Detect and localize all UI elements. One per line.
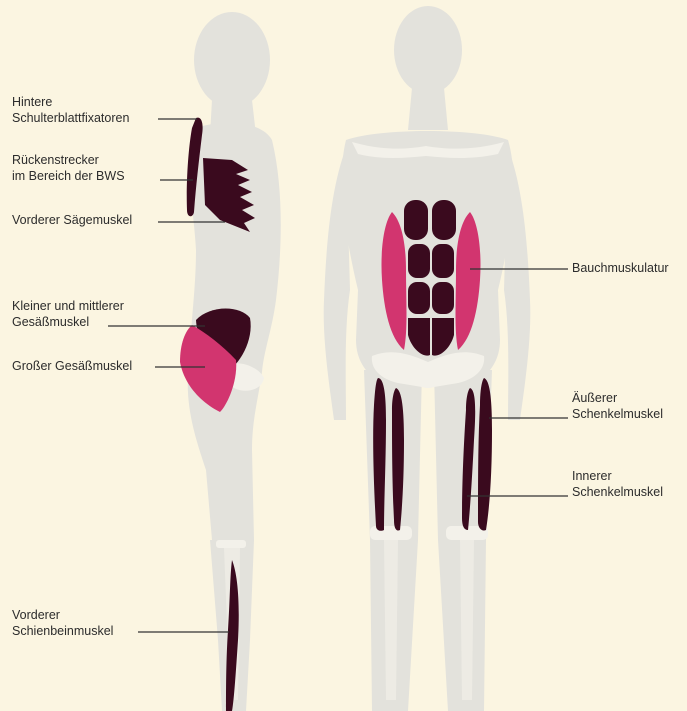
label-line: Innerer	[572, 468, 663, 484]
label-line: im Bereich der BWS	[12, 168, 125, 184]
label-vastus-medialis: Innerer Schenkelmuskel	[572, 468, 663, 500]
label-abdominals: Bauchmuskulatur	[572, 260, 669, 276]
label-line: Großer Gesäßmuskel	[12, 358, 132, 374]
label-line: Schenkelmuskel	[572, 406, 663, 422]
label-line: Vorderer	[12, 607, 113, 623]
label-gluteus-maximus: Großer Gesäßmuskel	[12, 358, 132, 374]
label-line: Vorderer Sägemuskel	[12, 212, 132, 228]
label-line: Bauchmuskulatur	[572, 260, 669, 276]
label-rear-scapular-fixators: Hintere Schulterblattfixatoren	[12, 94, 129, 126]
label-line: Schenkelmuskel	[572, 484, 663, 500]
label-small-middle-gluteus: Kleiner und mittlerer Gesäßmuskel	[12, 298, 124, 330]
left-vastus-lateralis-muscle	[373, 378, 386, 531]
label-vastus-lateralis: Äußerer Schenkelmuskel	[572, 390, 663, 422]
label-line: Kleiner und mittlerer	[12, 298, 124, 314]
label-serratus-anterior: Vorderer Sägemuskel	[12, 212, 132, 228]
label-line: Schulterblattfixatoren	[12, 110, 129, 126]
label-line: Rückenstrecker	[12, 152, 125, 168]
label-line: Hintere	[12, 94, 129, 110]
label-line: Äußerer	[572, 390, 663, 406]
label-erector-spinae: Rückenstrecker im Bereich der BWS	[12, 152, 125, 184]
label-tibialis-anterior: Vorderer Schienbeinmuskel	[12, 607, 113, 639]
label-line: Gesäßmuskel	[12, 314, 124, 330]
label-line: Schienbeinmuskel	[12, 623, 113, 639]
